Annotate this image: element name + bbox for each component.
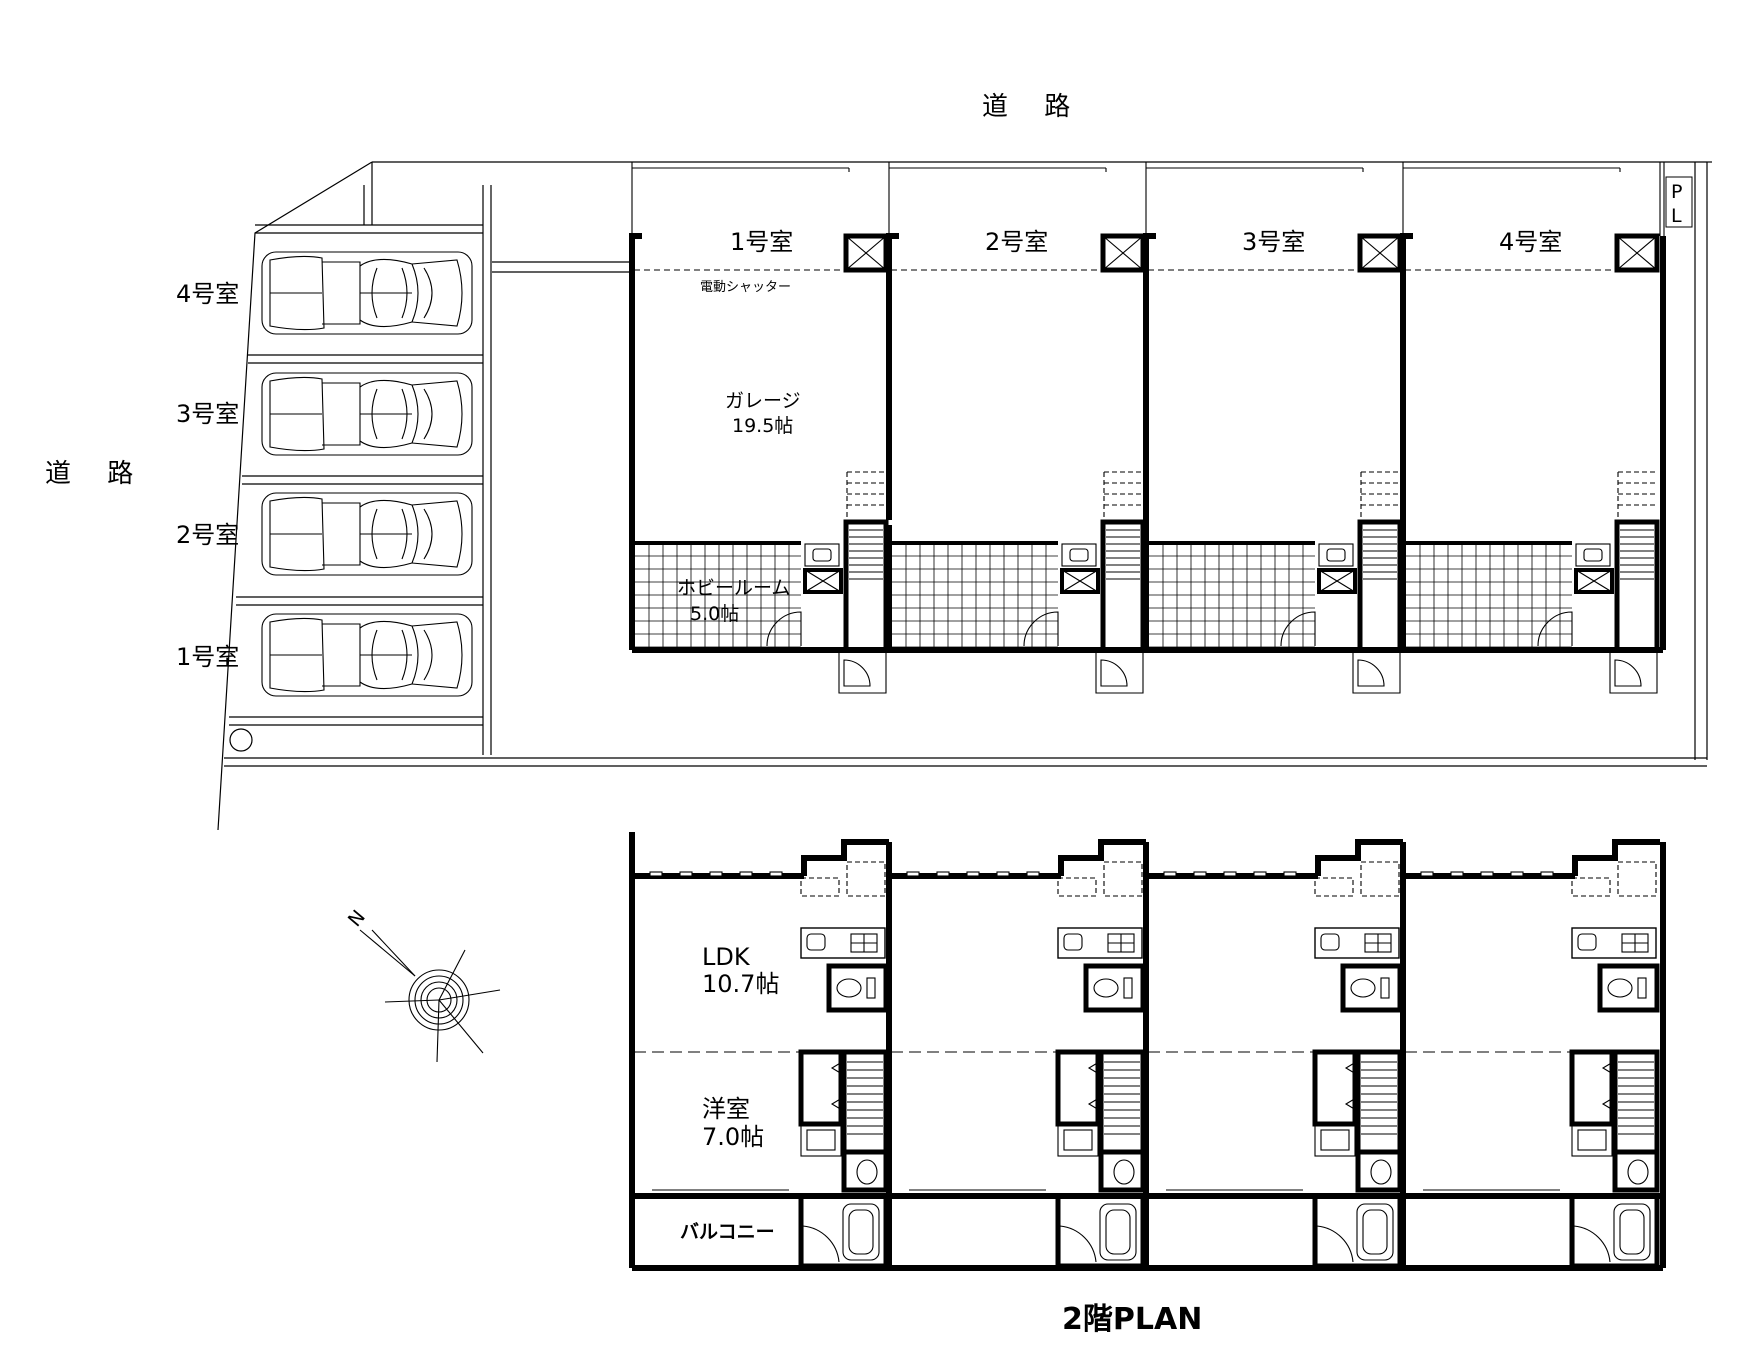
- bathtub: [1613, 1203, 1651, 1261]
- second-unit-3: [1146, 839, 1403, 1269]
- closet: [798, 1049, 844, 1127]
- ground-unit-1: [629, 162, 890, 694]
- sink: [1061, 543, 1097, 567]
- washroom: [1571, 1123, 1613, 1157]
- toilet: [1597, 963, 1660, 1013]
- utility-pole: P L: [1665, 176, 1693, 228]
- bathtub: [1356, 1203, 1394, 1261]
- ground-floor: [629, 162, 1666, 694]
- car-4: [261, 251, 473, 335]
- ground-unit-3: [1143, 162, 1404, 694]
- hobby-room-size: 5.0帖: [690, 603, 739, 625]
- site-boundary: [217, 161, 1712, 831]
- kitchen-counter: [800, 927, 886, 959]
- unit-label-2: 2号室: [985, 228, 1048, 256]
- garage-name: ガレージ: [725, 390, 801, 412]
- parking-label-2: 2号室: [176, 521, 239, 549]
- road-label-left: 道 路: [45, 459, 147, 489]
- stair-box: [1357, 519, 1403, 653]
- shutter-label: 電動シャッター: [700, 280, 791, 295]
- parking-label-3: 3号室: [176, 400, 239, 428]
- duct-box: [843, 233, 889, 273]
- pole-label-l: L: [1671, 205, 1682, 227]
- car-2: [261, 492, 473, 576]
- door-swing: [1280, 611, 1316, 647]
- bathtub: [1099, 1203, 1137, 1261]
- balcony-label: バルコニー: [680, 1221, 775, 1243]
- compass: [359, 929, 501, 1063]
- parking-label-1: 1号室: [176, 643, 239, 671]
- road-label-top: 道 路: [982, 92, 1084, 122]
- ldk-name: LDK: [702, 943, 751, 971]
- parking-area: [229, 162, 492, 755]
- second-unit-1: [632, 839, 889, 1269]
- car-3: [261, 372, 473, 456]
- kitchen-counter: [1314, 927, 1400, 959]
- garage-size: 19.5帖: [732, 415, 793, 437]
- duct-box: [1100, 233, 1146, 273]
- ground-unit-2: [886, 162, 1147, 694]
- toilet: [1340, 963, 1403, 1013]
- washroom: [1057, 1123, 1099, 1157]
- sink: [804, 543, 840, 567]
- washroom: [1314, 1123, 1356, 1157]
- plan-title: 2階PLAN: [1062, 1302, 1202, 1337]
- sink: [1318, 543, 1354, 567]
- stair-box: [1100, 519, 1146, 653]
- second-unit-2: [889, 839, 1146, 1269]
- door-swing: [1537, 611, 1573, 647]
- car-1: [261, 613, 473, 697]
- toilet: [826, 963, 889, 1013]
- closet: [1055, 1049, 1101, 1127]
- stair-box: [1614, 519, 1660, 653]
- washroom: [800, 1123, 842, 1157]
- second-floor: [629, 832, 1666, 1271]
- unit-label-4: 4号室: [1499, 228, 1562, 256]
- closet: [1569, 1049, 1615, 1127]
- western-room-size: 7.0帖: [702, 1123, 764, 1151]
- unit-label-1: 1号室: [730, 228, 793, 256]
- duct-box: [1614, 233, 1660, 273]
- duct-box: [1357, 233, 1403, 273]
- ldk-size: 10.7帖: [702, 970, 779, 998]
- parking-label-4: 4号室: [176, 280, 239, 308]
- closet: [1312, 1049, 1358, 1127]
- second-unit-4: [1403, 839, 1660, 1269]
- pole-label-p: P: [1671, 181, 1682, 203]
- compass-north-label: N: [344, 906, 370, 931]
- door-swing: [1023, 611, 1059, 647]
- kitchen-counter: [1057, 927, 1143, 959]
- toilet: [1083, 963, 1146, 1013]
- western-room-name: 洋室: [702, 1095, 750, 1123]
- hobby-room-name: ホビールーム: [677, 577, 790, 599]
- door-swing: [766, 611, 802, 647]
- kitchen-counter: [1571, 927, 1657, 959]
- sink: [1575, 543, 1611, 567]
- stair-box: [843, 519, 889, 653]
- unit-label-3: 3号室: [1242, 228, 1305, 256]
- ground-unit-4: [1400, 162, 1661, 694]
- bathtub: [842, 1203, 880, 1261]
